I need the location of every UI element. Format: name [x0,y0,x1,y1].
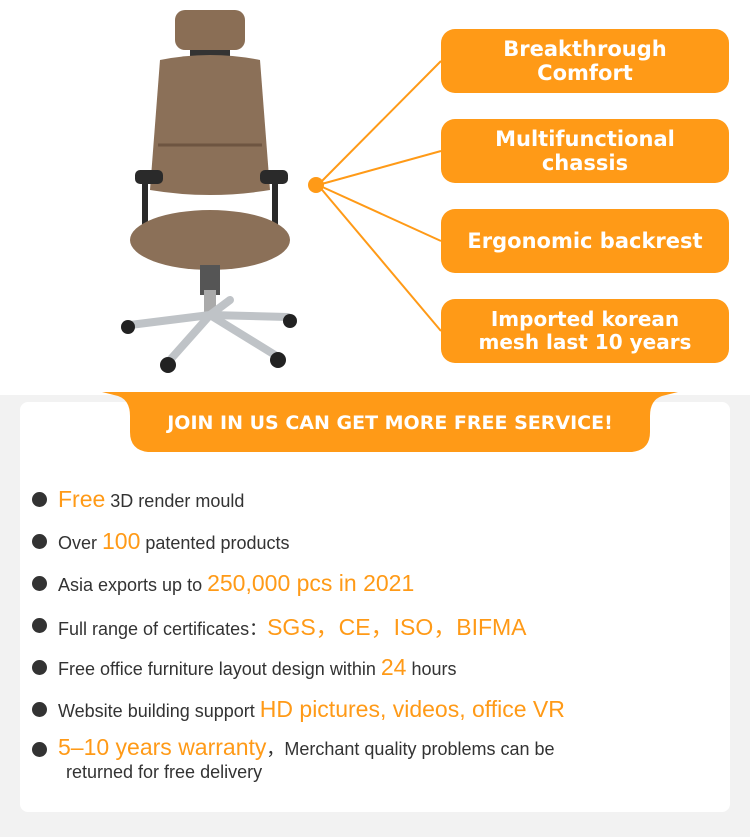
list-item: Website building support HD pictures, vi… [30,688,720,730]
highlight-text: 250,000 pcs in 2021 [207,569,415,596]
item-prefix: Asia exports up to [58,574,208,595]
bullet-dot-icon [32,659,47,675]
item-prefix: Over [58,532,103,553]
list-item: Free office furniture layout design with… [30,646,720,688]
list-item: Asia exports up to 250,000 pcs in 2021 [30,562,720,604]
highlight-text: Free [58,485,106,512]
item-text: ，Merchant quality problems can be [266,739,555,759]
service-list: Free 3D render mould Over 100 patented p… [30,478,720,790]
list-item: Over 100 patented products [30,520,720,562]
service-banner: JOIN IN US CAN GET MORE FREE SERVICE! [102,392,678,454]
feature-badge: Breakthrough Comfort [441,29,729,93]
list-item: Full range of certificates：SGS，CE，ISO，BI… [30,604,720,646]
banner-title: JOIN IN US CAN GET MORE FREE SERVICE! [167,412,613,434]
item-prefix: Website building support [58,700,260,721]
highlight-text: 100 [102,527,141,554]
item-text: patented products [140,532,290,553]
product-hero: Breakthrough Comfort Multifunctional cha… [0,0,750,395]
bullet-dot-icon [32,701,47,717]
list-item: Free 3D render mould [30,478,720,520]
feature-badge: Ergonomic backrest [441,209,729,273]
service-card [20,402,730,812]
bullet-dot-icon [32,617,47,633]
list-item: 5–10 years warranty，Merchant quality pro… [30,730,720,790]
bullet-dot-icon [32,533,47,549]
feature-badge: Multifunctional chassis [441,119,729,183]
bullet-dot-icon [32,491,47,507]
banner-ribbon-shape [102,392,678,452]
highlight-text: SGS，CE，ISO，BIFMA [267,614,527,640]
item-prefix: Free office furniture layout design with… [58,658,381,679]
item-text: hours [406,658,457,679]
item-text: 3D render mould [105,490,245,511]
item-text-continued: returned for free delivery [66,762,263,782]
feature-badge: Imported korean mesh last 10 years [441,299,729,363]
office-chair-image [121,10,297,373]
bullet-dot-icon [32,575,47,591]
bullet-dot-icon [32,742,47,757]
highlight-text: 5–10 years warranty [58,734,267,760]
highlight-text: HD pictures, videos, office VR [259,695,565,722]
item-prefix: Full range of certificates： [58,619,268,639]
highlight-text: 24 [380,653,407,680]
